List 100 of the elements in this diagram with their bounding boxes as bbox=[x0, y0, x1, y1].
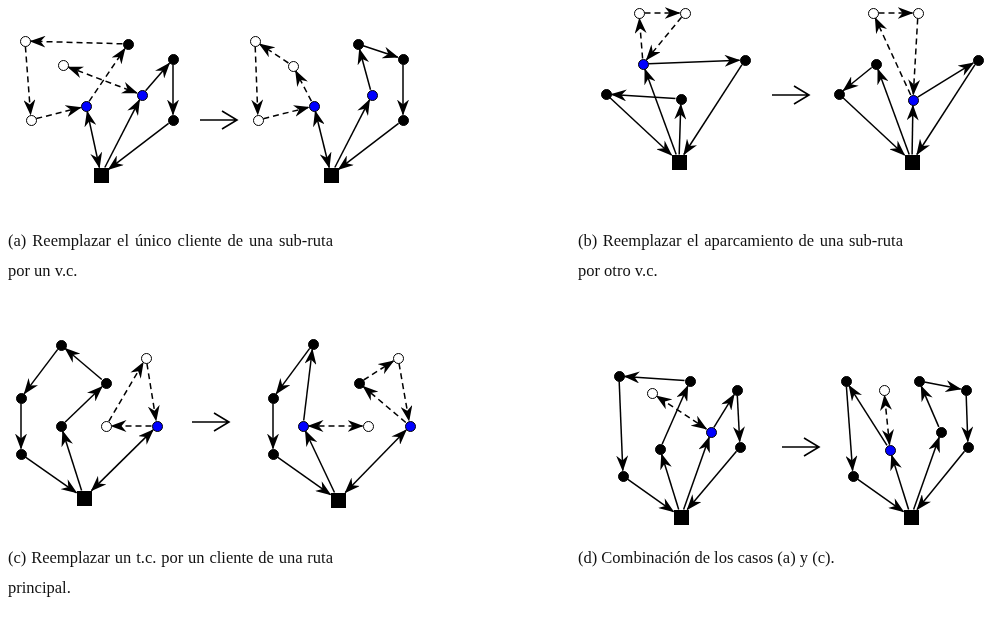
square-node bbox=[671, 154, 687, 170]
open-circle-node bbox=[25, 114, 37, 126]
arrow bbox=[362, 44, 399, 59]
highlighted-circle-node bbox=[404, 420, 416, 432]
filled-circle-node bbox=[15, 448, 27, 460]
open-circle-node bbox=[140, 352, 152, 364]
open-circle-node bbox=[100, 420, 112, 432]
open-circle-node bbox=[646, 387, 658, 399]
dashed-arrow bbox=[877, 7, 914, 19]
arrow bbox=[302, 348, 317, 422]
filled-circle-node bbox=[167, 114, 179, 126]
square-node bbox=[93, 167, 109, 183]
arrow bbox=[313, 110, 332, 169]
dashed-arrow bbox=[908, 17, 921, 96]
dashed-arrow bbox=[29, 35, 124, 48]
filled-circle-node bbox=[870, 58, 882, 70]
arrow bbox=[167, 63, 179, 116]
arrow bbox=[344, 429, 407, 494]
arrow bbox=[90, 429, 154, 492]
arrow bbox=[304, 430, 336, 494]
arrow bbox=[916, 450, 966, 511]
arrow bbox=[107, 122, 170, 171]
filled-circle-node bbox=[960, 384, 972, 396]
highlighted-circle-node bbox=[151, 420, 163, 432]
arrow bbox=[923, 380, 962, 393]
dashed-arrow bbox=[880, 394, 894, 446]
filled-circle-node bbox=[307, 338, 319, 350]
arrow bbox=[848, 384, 888, 447]
arrow bbox=[644, 68, 677, 156]
arrow bbox=[267, 402, 279, 450]
filled-circle-node bbox=[267, 448, 279, 460]
arrow bbox=[961, 394, 974, 443]
open-circle-node bbox=[878, 384, 890, 396]
arrow bbox=[397, 63, 409, 116]
arrow bbox=[104, 99, 141, 169]
square-node bbox=[330, 492, 346, 508]
caption: (b) Reemplazar el aparcamiento de una sub-ruta por otro v.c. bbox=[578, 230, 903, 282]
filled-circle-node bbox=[122, 38, 134, 50]
arrow bbox=[610, 89, 677, 102]
filled-circle-node bbox=[935, 426, 947, 438]
filled-circle-node bbox=[962, 441, 974, 453]
open-circle-node bbox=[19, 35, 31, 47]
arrow bbox=[144, 62, 171, 92]
dashed-arrow bbox=[634, 17, 647, 60]
filled-circle-node bbox=[840, 375, 852, 387]
highlighted-circle-node bbox=[884, 444, 896, 456]
highlighted-circle-node bbox=[297, 420, 309, 432]
filled-circle-node bbox=[55, 420, 67, 432]
arrow bbox=[732, 394, 745, 443]
arrow bbox=[84, 110, 103, 169]
arrow bbox=[916, 62, 975, 98]
square-node bbox=[904, 154, 920, 170]
filled-circle-node bbox=[397, 114, 409, 126]
square-node bbox=[903, 509, 919, 525]
dashed-arrow bbox=[262, 105, 310, 120]
arrow bbox=[23, 348, 59, 395]
arrow bbox=[609, 96, 673, 156]
arrow bbox=[64, 386, 103, 423]
arrow bbox=[61, 430, 83, 492]
dashed-arrow bbox=[67, 66, 138, 94]
arrow bbox=[912, 436, 940, 511]
filled-circle-node bbox=[397, 53, 409, 65]
highlighted-circle-node bbox=[705, 426, 717, 438]
square-node bbox=[323, 167, 339, 183]
dashed-arrow bbox=[655, 395, 708, 430]
highlighted-circle-node bbox=[907, 94, 919, 106]
filled-circle-node bbox=[55, 339, 67, 351]
arrow bbox=[660, 453, 680, 511]
arrow bbox=[64, 347, 103, 381]
dashed-arrow bbox=[23, 45, 36, 116]
square-node bbox=[673, 509, 689, 525]
arrow bbox=[276, 456, 332, 496]
dashed-arrow bbox=[362, 360, 395, 381]
open-circle-node bbox=[912, 7, 924, 19]
filled-circle-node bbox=[352, 38, 364, 50]
dashed-arrow bbox=[146, 362, 160, 422]
open-circle-node bbox=[867, 7, 879, 19]
dashed-arrow bbox=[645, 16, 683, 61]
arrow bbox=[683, 63, 743, 156]
arrow bbox=[845, 385, 858, 472]
arrow bbox=[713, 393, 735, 429]
dashed-arrow bbox=[643, 7, 681, 19]
arrow bbox=[842, 66, 873, 92]
arrow bbox=[334, 99, 371, 169]
dashed-arrow bbox=[307, 420, 364, 432]
open-circle-node bbox=[392, 352, 404, 364]
open-circle-node bbox=[287, 60, 299, 72]
arrow bbox=[15, 402, 27, 450]
highlighted-circle-node bbox=[308, 100, 320, 112]
filled-circle-node bbox=[167, 53, 179, 65]
arrow bbox=[337, 122, 400, 171]
filled-circle-node bbox=[833, 88, 845, 100]
dashed-arrow bbox=[110, 420, 153, 432]
filled-circle-node bbox=[267, 392, 279, 404]
dashed-arrow bbox=[362, 385, 407, 424]
open-circle-node bbox=[249, 35, 261, 47]
dashed-arrow bbox=[258, 43, 290, 64]
dashed-arrow bbox=[251, 45, 264, 116]
arrow bbox=[626, 478, 675, 513]
open-circle-node bbox=[633, 7, 645, 19]
